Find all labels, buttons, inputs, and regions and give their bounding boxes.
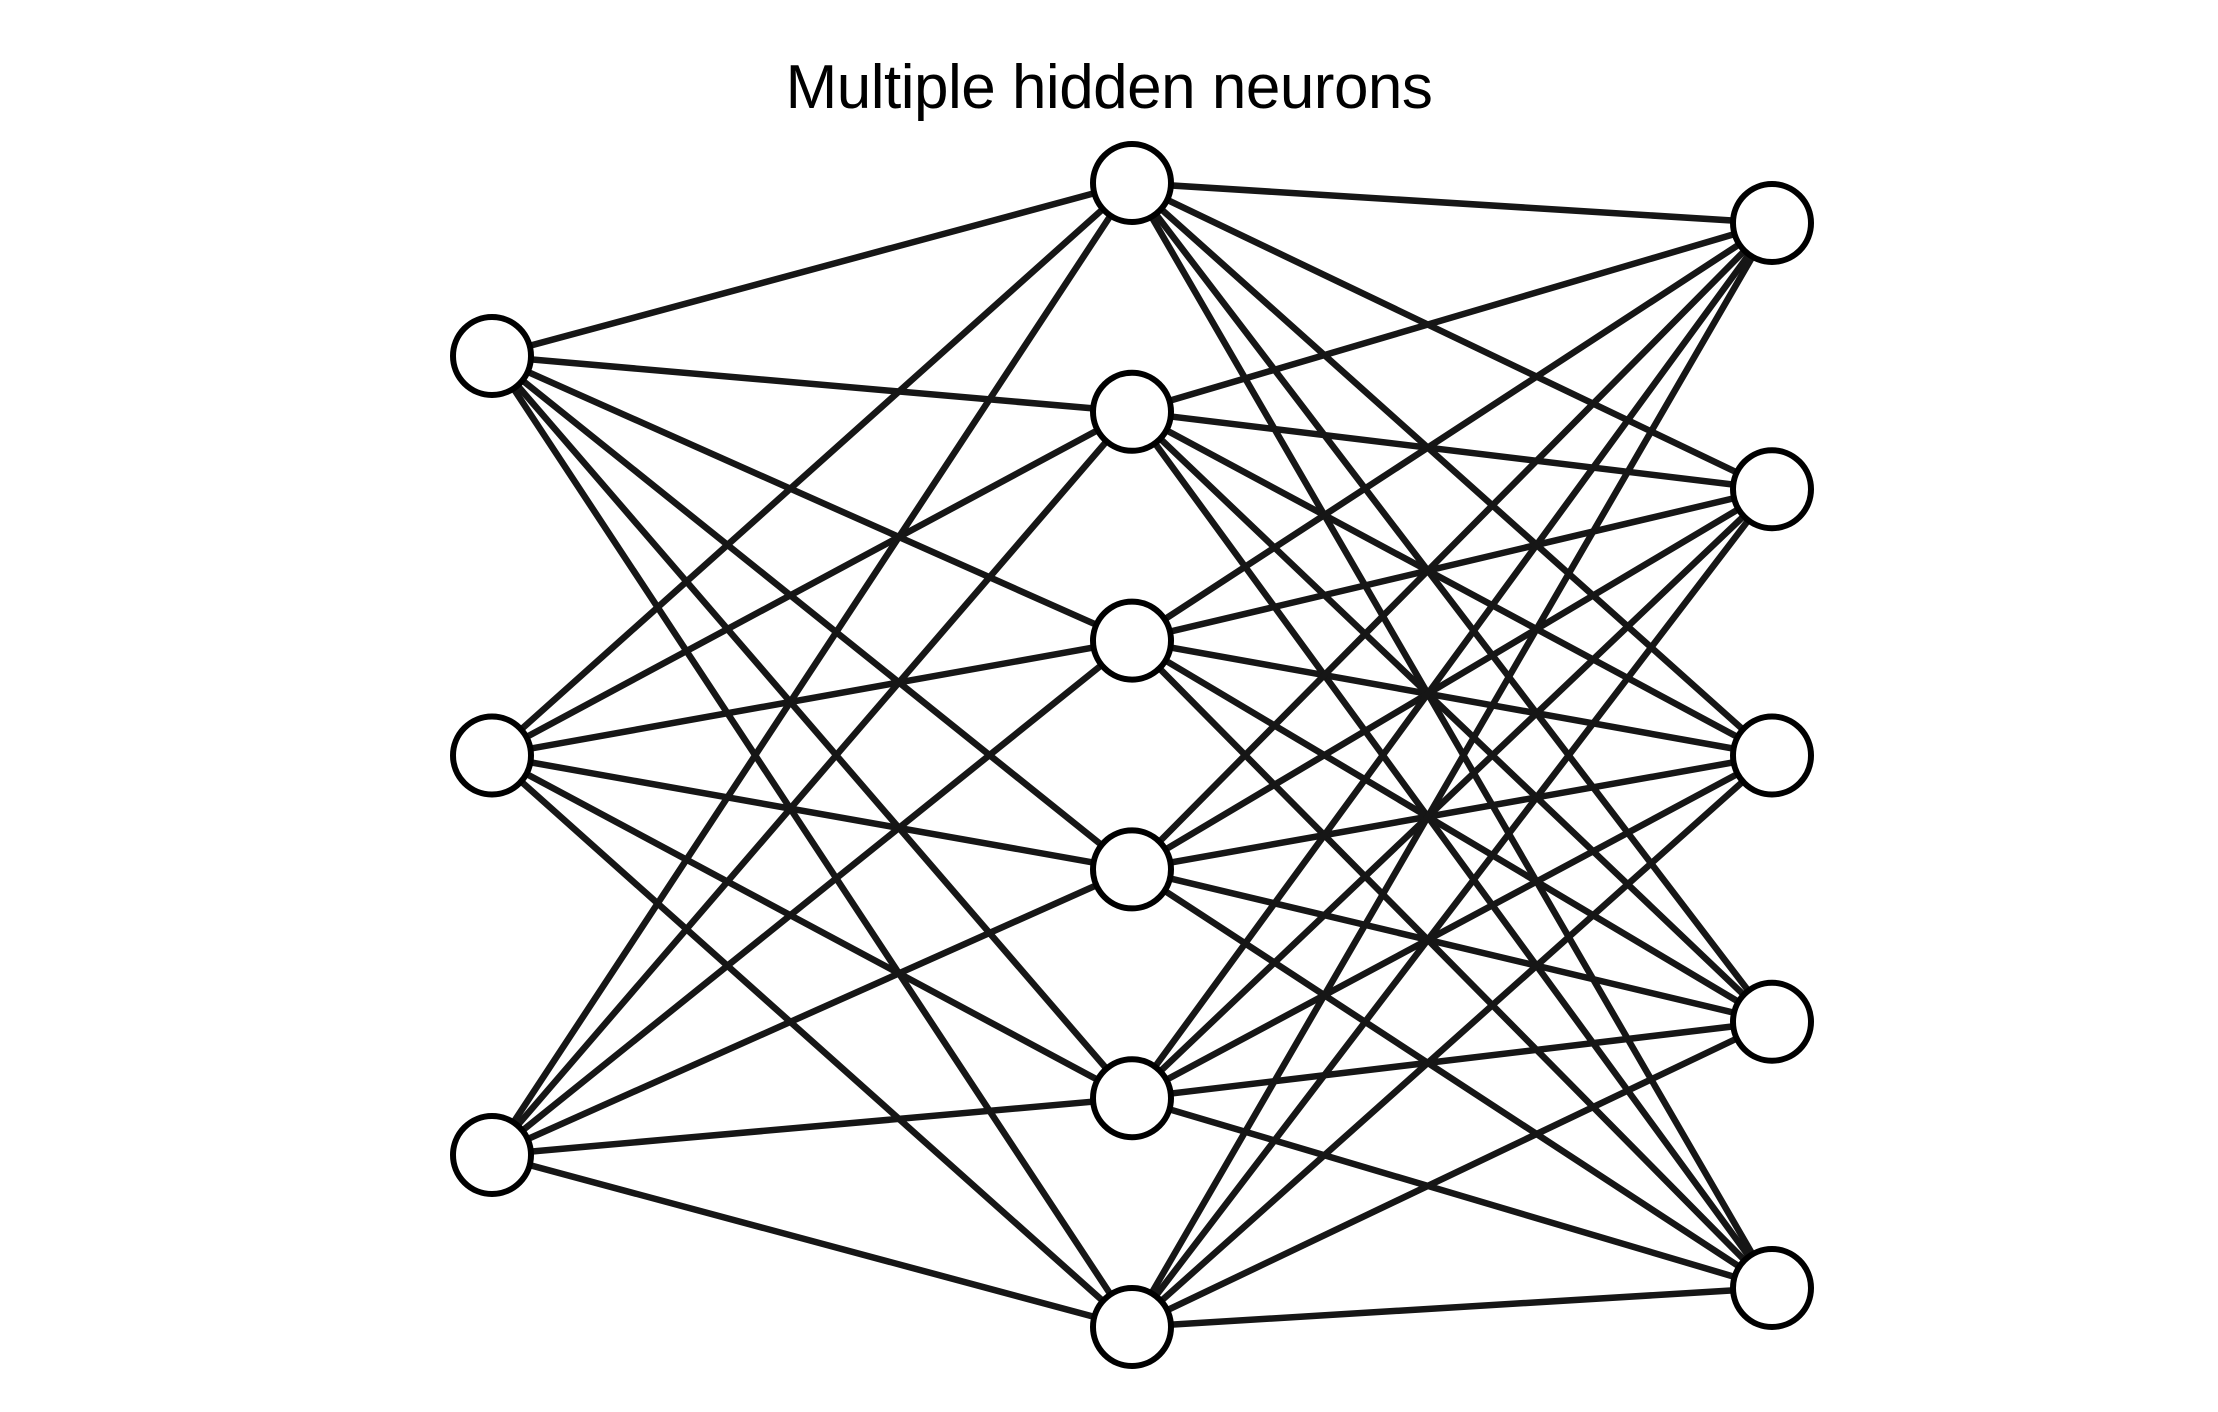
edge-hidden3-output4 (1130, 637, 1774, 1025)
edge-input1-hidden6 (489, 354, 1135, 1329)
edge-hidden5-output2 (1129, 486, 1775, 1101)
edge-input1-hidden4 (489, 353, 1135, 872)
hidden-neuron-1 (1090, 141, 1174, 225)
edge-hidden4-output2 (1130, 486, 1774, 873)
output-neuron-3 (1730, 713, 1814, 798)
edge-hidden1-output3 (1129, 180, 1775, 758)
input-neuron-3 (450, 1113, 534, 1197)
edge-input3-hidden4 (490, 866, 1134, 1158)
diagram-title: Multiple hidden neurons (785, 53, 1433, 122)
edge-hidden4-output3 (1131, 752, 1773, 873)
edge-hidden1-output4 (1129, 181, 1775, 1024)
edge-hidden3-output1 (1130, 220, 1774, 644)
neurons (450, 141, 1814, 1369)
edge-hidden3-output2 (1131, 486, 1773, 644)
edge-input2-hidden4 (491, 752, 1133, 873)
edge-hidden3-output3 (1131, 637, 1773, 759)
edge-input2-hidden3 (491, 637, 1133, 759)
input-neuron-2 (450, 713, 534, 798)
edge-hidden6-output4 (1130, 1018, 1774, 1330)
edge-input1-hidden2 (491, 352, 1133, 416)
output-neuron-4 (1730, 979, 1814, 1064)
edge-hidden5-output5 (1131, 1095, 1773, 1292)
edge-input3-hidden1 (489, 181, 1135, 1157)
edge-input1-hidden5 (489, 353, 1135, 1101)
hidden-neuron-6 (1090, 1285, 1174, 1369)
edge-input2-hidden5 (490, 752, 1134, 1102)
edge-hidden5-output1 (1129, 221, 1775, 1101)
input-neuron-1 (450, 314, 534, 398)
edge-input3-hidden6 (491, 1151, 1133, 1331)
edge-input3-hidden2 (489, 409, 1135, 1158)
edge-hidden2-output3 (1130, 408, 1774, 759)
edge-hidden1-output1 (1131, 179, 1773, 227)
edge-input2-hidden6 (489, 753, 1135, 1330)
edge-hidden2-output2 (1131, 408, 1773, 493)
output-neuron-1 (1730, 181, 1814, 265)
edge-input3-hidden5 (491, 1094, 1133, 1159)
edge-hidden1-output2 (1130, 180, 1774, 493)
edge-hidden4-output4 (1131, 866, 1773, 1025)
edge-hidden3-output5 (1129, 638, 1775, 1291)
output-neuron-2 (1730, 447, 1814, 532)
hidden-neuron-5 (1090, 1056, 1174, 1141)
hidden-neuron-2 (1090, 369, 1174, 454)
edge-hidden6-output1 (1129, 221, 1775, 1329)
output-neuron-5 (1730, 1246, 1814, 1330)
edge-input1-hidden3 (490, 353, 1134, 644)
edge-hidden6-output2 (1129, 487, 1775, 1329)
edge-hidden6-output3 (1129, 753, 1775, 1330)
edge-hidden5-output4 (1131, 1018, 1773, 1102)
edge-hidden2-output5 (1129, 409, 1775, 1290)
edge-hidden2-output4 (1129, 409, 1775, 1025)
edge-hidden5-output3 (1130, 752, 1774, 1102)
edge-hidden1-output5 (1129, 181, 1775, 1290)
edge-hidden2-output1 (1131, 219, 1773, 415)
edge-input2-hidden2 (490, 408, 1134, 759)
edge-input2-hidden1 (489, 180, 1135, 758)
edge-hidden4-output1 (1129, 220, 1775, 872)
connections (489, 179, 1775, 1331)
edge-hidden4-output5 (1130, 866, 1774, 1291)
hidden-neuron-4 (1090, 827, 1174, 912)
hidden-neuron-3 (1090, 598, 1174, 683)
edge-hidden6-output5 (1131, 1284, 1773, 1331)
edge-input3-hidden3 (489, 638, 1135, 1158)
edge-input1-hidden1 (491, 179, 1133, 360)
